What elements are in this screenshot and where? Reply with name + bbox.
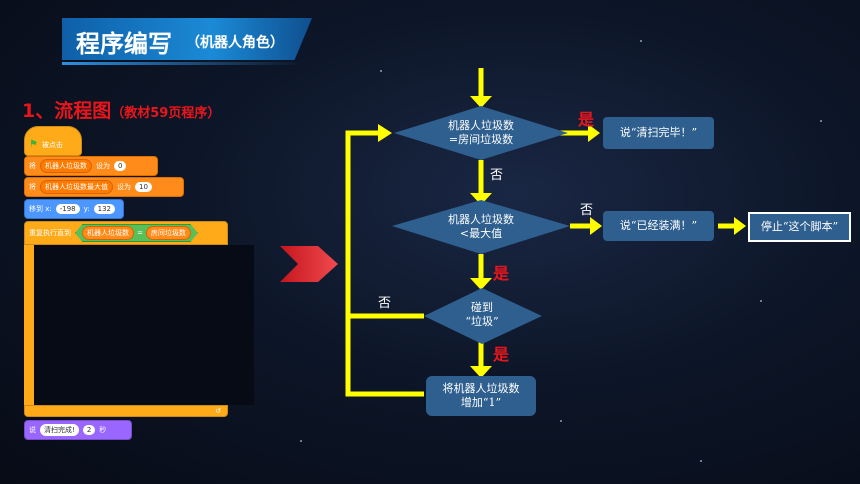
decision-3-text: 碰到 “垃圾”: [465, 301, 499, 328]
equals-condition[interactable]: 机器人垃圾数 = 房间垃圾数: [75, 224, 198, 242]
no-label-d3: 否: [378, 296, 392, 311]
cond-left-var: 机器人垃圾数: [82, 226, 134, 240]
page-title-sub: （机器人角色）: [186, 35, 284, 51]
loop-back-line: [345, 130, 424, 397]
yes-label-d1: 是: [578, 110, 595, 129]
star: [820, 120, 822, 122]
when-flag-clicked-block[interactable]: ⚑ 被点击: [24, 126, 82, 156]
yes-label-d2: 是: [493, 264, 510, 283]
set2-value-input[interactable]: 10: [135, 182, 152, 192]
star: [760, 300, 762, 302]
yes-label-d3: 是: [493, 345, 510, 364]
repeat-left-arm: [24, 245, 34, 405]
move-label: 移到 x:: [29, 205, 52, 213]
say-full-box: 说“已经装满！”: [603, 211, 714, 241]
move-x-input[interactable]: -198: [55, 204, 80, 214]
section-title: 1、流程图: [22, 100, 112, 122]
decision-1-text: 机器人垃圾数 =房间垃圾数: [448, 119, 514, 146]
set1-mid: 设为: [96, 162, 110, 170]
set2-prefix: 将: [29, 183, 36, 191]
section-heading: 1、流程图（教材59页程序）: [22, 96, 220, 123]
star: [560, 420, 562, 422]
say-done-box: 说“清扫完毕！”: [603, 117, 714, 149]
say-secs-input[interactable]: 2: [82, 425, 96, 435]
decision-2-text: 机器人垃圾数 <最大值: [448, 213, 514, 240]
set2-var-dropdown[interactable]: 机器人垃圾数最大值: [40, 180, 113, 194]
red-chevron-arrow-icon: [280, 246, 338, 282]
flag-icon: ⚑: [29, 139, 38, 150]
move-y-input[interactable]: 132: [93, 204, 115, 214]
cond-op: =: [137, 229, 143, 237]
say-label: 说: [29, 426, 36, 434]
repeat-bottom-arm: ↺: [24, 405, 228, 417]
set-variable-block-2[interactable]: 将 机器人垃圾数最大值 设为 10: [24, 177, 184, 197]
set1-prefix: 将: [29, 162, 36, 170]
set1-var-dropdown[interactable]: 机器人垃圾数: [40, 159, 92, 173]
stop-script-box: 停止“这个脚本”: [748, 212, 851, 242]
say-text-input[interactable]: 清扫完成!: [40, 424, 79, 436]
no-label-d1: 否: [490, 168, 504, 183]
move-y-label: y:: [83, 205, 90, 213]
repeat-label: 重复执行直到: [29, 229, 71, 237]
page-title: 程序编写: [76, 30, 172, 58]
repeat-inner-area: [34, 245, 254, 405]
set2-mid: 设为: [117, 183, 131, 191]
no-label-d2: 否: [580, 203, 594, 218]
star: [640, 40, 642, 42]
cond-right-var: 房间垃圾数: [145, 226, 191, 240]
star: [300, 440, 302, 442]
repeat-until-block[interactable]: 重复执行直到 机器人垃圾数 = 房间垃圾数: [24, 221, 228, 245]
go-to-xy-block[interactable]: 移到 x: -198 y: 132: [24, 199, 124, 219]
say-unit: 秒: [99, 426, 107, 434]
title-banner: 程序编写 （机器人角色）: [62, 18, 312, 60]
star: [380, 70, 382, 72]
set1-value-input[interactable]: 0: [114, 161, 127, 171]
title-underline: [62, 62, 302, 65]
increase-counter-box: 将机器人垃圾数 增加“1”: [426, 376, 536, 416]
section-note: （教材59页程序）: [111, 106, 221, 121]
say-for-secs-block[interactable]: 说 清扫完成! 2 秒: [24, 420, 132, 440]
set-variable-block-1[interactable]: 将 机器人垃圾数 设为 0: [24, 156, 158, 176]
hat-label: 被点击: [41, 141, 63, 149]
star: [700, 460, 702, 462]
loop-arrow-icon: ↺: [215, 407, 221, 415]
